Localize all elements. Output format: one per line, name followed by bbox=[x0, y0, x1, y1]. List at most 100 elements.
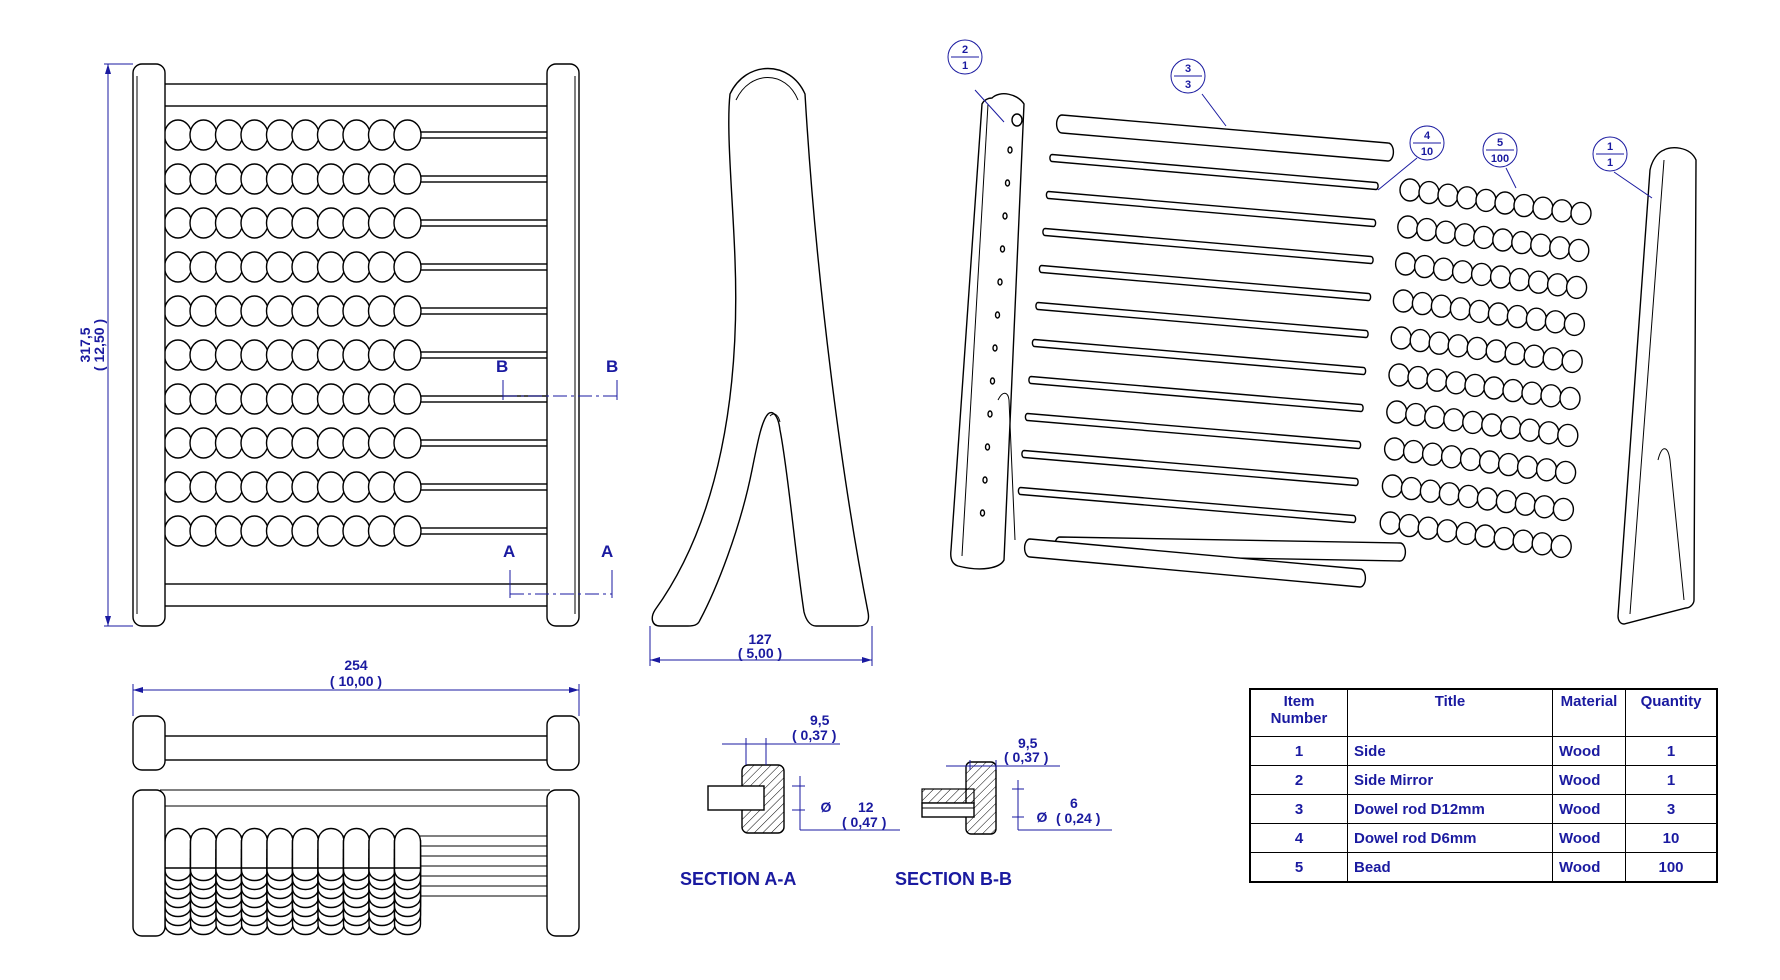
bead bbox=[1459, 447, 1482, 472]
section-b-thickness: 9,5 bbox=[1018, 735, 1038, 751]
exploded-dowel-rod bbox=[1055, 114, 1395, 162]
bead bbox=[214, 383, 244, 415]
balloon-item-number: 5 bbox=[1497, 137, 1503, 149]
bead bbox=[1447, 334, 1469, 358]
bead bbox=[1546, 273, 1569, 297]
balloon-item-number: 3 bbox=[1185, 63, 1191, 75]
bead bbox=[214, 515, 244, 547]
bead bbox=[342, 383, 371, 415]
bead bbox=[214, 471, 244, 503]
bead bbox=[367, 119, 397, 151]
bead bbox=[1426, 368, 1448, 392]
bead bbox=[1512, 529, 1534, 553]
leader-line bbox=[1201, 93, 1227, 127]
side-profile: 127 ( 5,00 ) bbox=[649, 68, 873, 666]
dowel-hole bbox=[992, 344, 998, 352]
bead bbox=[240, 119, 269, 151]
section-a-diameter: 12 bbox=[858, 799, 874, 815]
bead bbox=[1525, 307, 1548, 331]
exploded-dowel-rod bbox=[1045, 190, 1377, 228]
bead bbox=[316, 427, 346, 459]
bead bbox=[1464, 373, 1486, 398]
bead bbox=[189, 295, 218, 327]
bead bbox=[1568, 238, 1590, 263]
bead bbox=[214, 295, 244, 327]
bead bbox=[265, 163, 295, 195]
dowel-hole bbox=[997, 278, 1003, 286]
bead bbox=[291, 427, 320, 459]
bead bbox=[291, 827, 320, 869]
bead bbox=[1405, 402, 1427, 427]
bead bbox=[1559, 386, 1581, 411]
bead bbox=[1416, 217, 1438, 242]
bead bbox=[1494, 191, 1516, 215]
bead bbox=[163, 427, 193, 459]
bead bbox=[367, 251, 397, 283]
bead bbox=[317, 827, 345, 869]
bead bbox=[316, 251, 346, 283]
bead bbox=[342, 119, 371, 151]
exploded-view bbox=[950, 93, 1697, 625]
bead bbox=[316, 515, 346, 547]
front-view: B B A A 317,5 ( 12,50 ) bbox=[77, 63, 618, 627]
bead bbox=[1379, 511, 1401, 535]
bead bbox=[291, 207, 320, 239]
bom-cell: 5 bbox=[1249, 852, 1348, 883]
bead bbox=[1561, 349, 1583, 374]
balloon-quantity: 1 bbox=[962, 60, 968, 72]
dowel-hole bbox=[982, 476, 988, 484]
dowel-hole bbox=[994, 311, 1001, 319]
bead bbox=[1476, 487, 1499, 511]
bom-cell: 1 bbox=[1249, 736, 1348, 766]
bead bbox=[1523, 344, 1545, 368]
bom-cell: 100 bbox=[1625, 852, 1718, 883]
bead bbox=[1554, 460, 1577, 485]
bead bbox=[1532, 196, 1554, 220]
bead bbox=[393, 207, 422, 239]
bead bbox=[265, 251, 295, 283]
bead bbox=[1552, 497, 1575, 522]
bead bbox=[1485, 339, 1507, 363]
exploded-dowel-rod bbox=[1042, 227, 1374, 265]
bead bbox=[1457, 484, 1480, 509]
bead bbox=[393, 515, 422, 547]
right-side-post bbox=[546, 63, 580, 627]
bead bbox=[316, 471, 346, 503]
bom-header-title: Title bbox=[1347, 688, 1553, 737]
section-a-diameter-inch: ( 0,47 ) bbox=[842, 814, 886, 830]
bom-cell: 10 bbox=[1625, 823, 1718, 853]
bead bbox=[367, 207, 397, 239]
table-row: 1 Side Wood 1 bbox=[1249, 736, 1718, 766]
bead bbox=[1475, 188, 1497, 213]
bead bbox=[1473, 225, 1495, 250]
bead bbox=[316, 163, 346, 195]
bead bbox=[1557, 423, 1579, 448]
bead bbox=[189, 827, 218, 869]
top-view-upper-rod bbox=[159, 735, 551, 761]
bead bbox=[1492, 228, 1514, 252]
bead bbox=[1413, 254, 1436, 279]
bead bbox=[1468, 299, 1491, 324]
bead bbox=[1400, 476, 1423, 501]
bead bbox=[189, 163, 218, 195]
section-b-marker-right: B bbox=[606, 357, 618, 376]
width-dimension: 254 bbox=[344, 657, 368, 673]
exploded-dowel-rod bbox=[1035, 301, 1369, 339]
bead bbox=[1432, 257, 1455, 281]
bead bbox=[342, 163, 371, 195]
bead bbox=[1397, 215, 1419, 239]
bead bbox=[342, 427, 371, 459]
balloon-callout: 21 bbox=[947, 39, 1005, 123]
bead bbox=[291, 383, 320, 415]
bead bbox=[1445, 371, 1467, 395]
bead bbox=[1418, 180, 1440, 205]
bom-header-quantity: Quantity bbox=[1625, 688, 1718, 737]
bead bbox=[240, 295, 269, 327]
bead bbox=[1411, 291, 1434, 316]
bom-cell: Dowel rod D12mm bbox=[1347, 794, 1553, 824]
bead bbox=[1407, 365, 1429, 390]
bead bbox=[1419, 479, 1442, 503]
bead bbox=[240, 207, 269, 239]
bead bbox=[1542, 347, 1564, 371]
bead bbox=[240, 827, 269, 869]
